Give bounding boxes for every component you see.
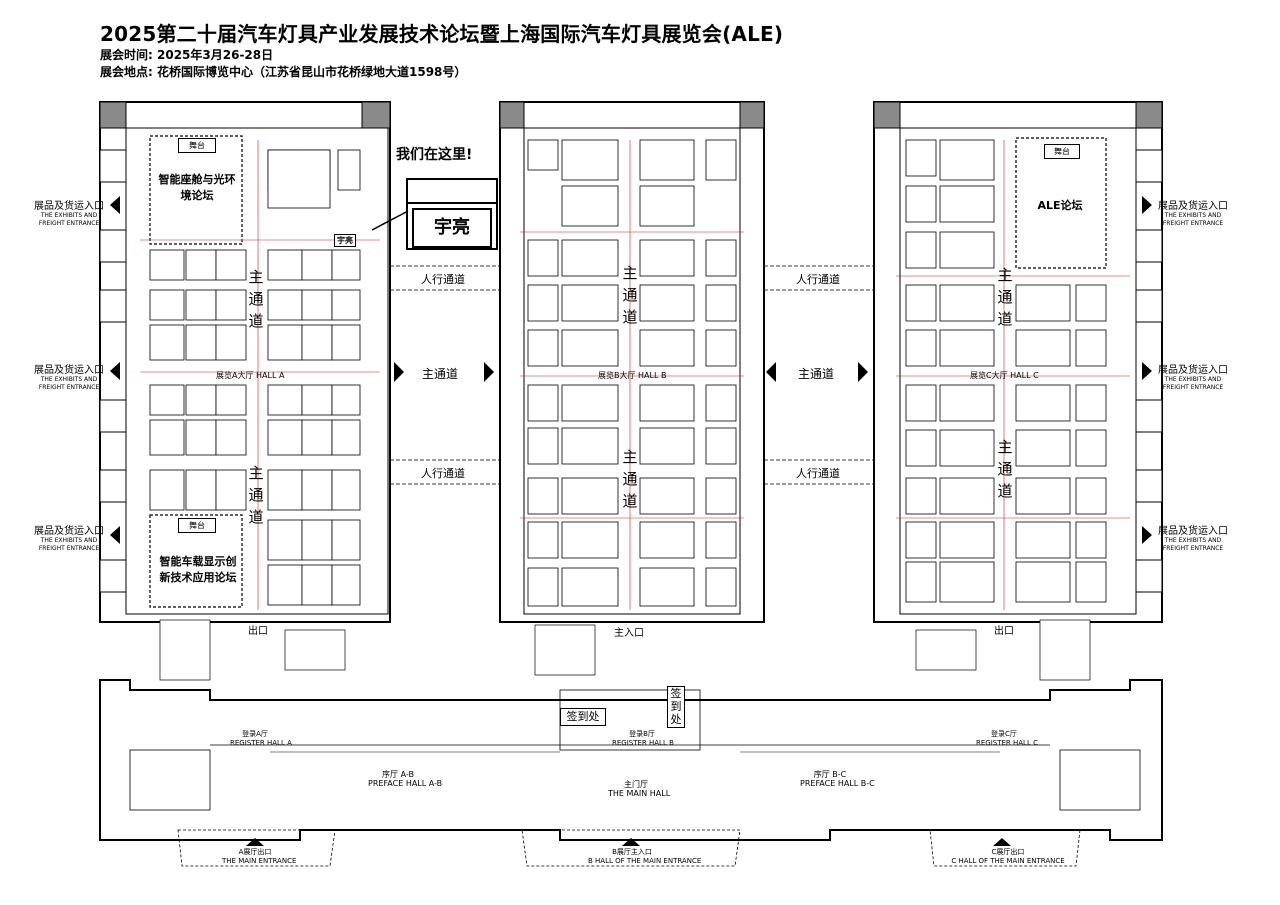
hall-a-label: 展览A大厅 HALL A	[216, 371, 285, 380]
hall-c-booths	[905, 137, 1107, 603]
hall-c-label: 展览C大厅 HALL C	[970, 371, 1039, 380]
hall-c-exit: 出口	[994, 626, 1014, 637]
venue-label: 展会地点:	[100, 65, 153, 79]
hall-b-main-channel-upper: 主通道	[622, 264, 638, 326]
time-label: 展会时间:	[100, 48, 153, 62]
hall-b-outline	[499, 101, 765, 623]
register-building	[99, 679, 1163, 841]
sign-in-desk-horizontal: 签到处	[560, 708, 606, 726]
hall-c-main-channel-lower: 主通道	[997, 438, 1013, 500]
main-aisle-ab: 主通道	[422, 367, 459, 381]
time-value: 2025年3月26-28日	[157, 48, 274, 62]
sign-in-desk-vertical: 签到处	[667, 686, 685, 728]
stage-a-top: 舞台	[178, 138, 216, 153]
pedestrian-walkway-bc-top: 人行通道	[796, 273, 840, 286]
entrance-arrows	[110, 196, 1152, 846]
main-aisle-bc: 主通道	[798, 367, 835, 381]
hall-a-main-channel-lower: 主通道	[248, 464, 264, 526]
hall-b-label: 展览B大厅 HALL B	[598, 371, 667, 380]
stage-a-bottom: 舞台	[178, 518, 216, 533]
pedestrian-walkway-ab-top: 人行通道	[421, 273, 465, 286]
exhibition-time: 展会时间: 2025年3月26-28日	[100, 46, 273, 63]
we-are-here-text: 我们在这里!	[396, 147, 473, 163]
dimension-lines	[140, 140, 1130, 610]
venue-value: 花桥国际博览中心（江苏省昆山市花桥绿地大道1598号）	[157, 65, 467, 79]
pedestrian-walkway-ab-bottom: 人行通道	[421, 467, 465, 480]
page-title: 2025第二十届汽车灯具产业发展技术论坛暨上海国际汽车灯具展览会(ALE)	[100, 22, 784, 46]
hall-a-main-channel-upper: 主通道	[248, 268, 264, 330]
stage-c-top: 舞台	[1044, 144, 1080, 159]
forum-ale: ALE论坛	[1037, 199, 1083, 212]
entrance-canopies	[177, 829, 1081, 867]
hall-a-outline	[99, 101, 391, 623]
yuliang-booth-label: 宇亮	[412, 208, 492, 248]
exhibition-venue: 展会地点: 花桥国际博览中心（江苏省昆山市花桥绿地大道1598号）	[100, 63, 466, 80]
hall-c-main-channel-upper: 主通道	[997, 266, 1013, 328]
hall-c-outline	[873, 101, 1163, 623]
pedestrian-walkways	[390, 265, 874, 485]
yuliang-booth-callout[interactable]: 宇亮	[406, 178, 498, 250]
callout-pointer	[371, 209, 411, 231]
yuliang-booth-marker[interactable]: 宇亮	[334, 234, 356, 247]
forum-smart-cockpit: 智能座舱与光环境论坛	[158, 173, 236, 202]
forum-smart-display: 智能车载显示创新技术应用论坛	[159, 555, 237, 584]
hall-b-main-channel-lower: 主通道	[622, 448, 638, 510]
wall-buttresses	[99, 149, 1163, 593]
hall-b-booths	[527, 139, 737, 607]
hall-a-booths	[149, 135, 361, 608]
pedestrian-walkway-bc-bottom: 人行通道	[796, 467, 840, 480]
hall-a-exit: 出口	[248, 626, 268, 637]
hall-b-main-entrance: 主入口	[614, 628, 644, 639]
stair-blocks	[159, 619, 1091, 681]
